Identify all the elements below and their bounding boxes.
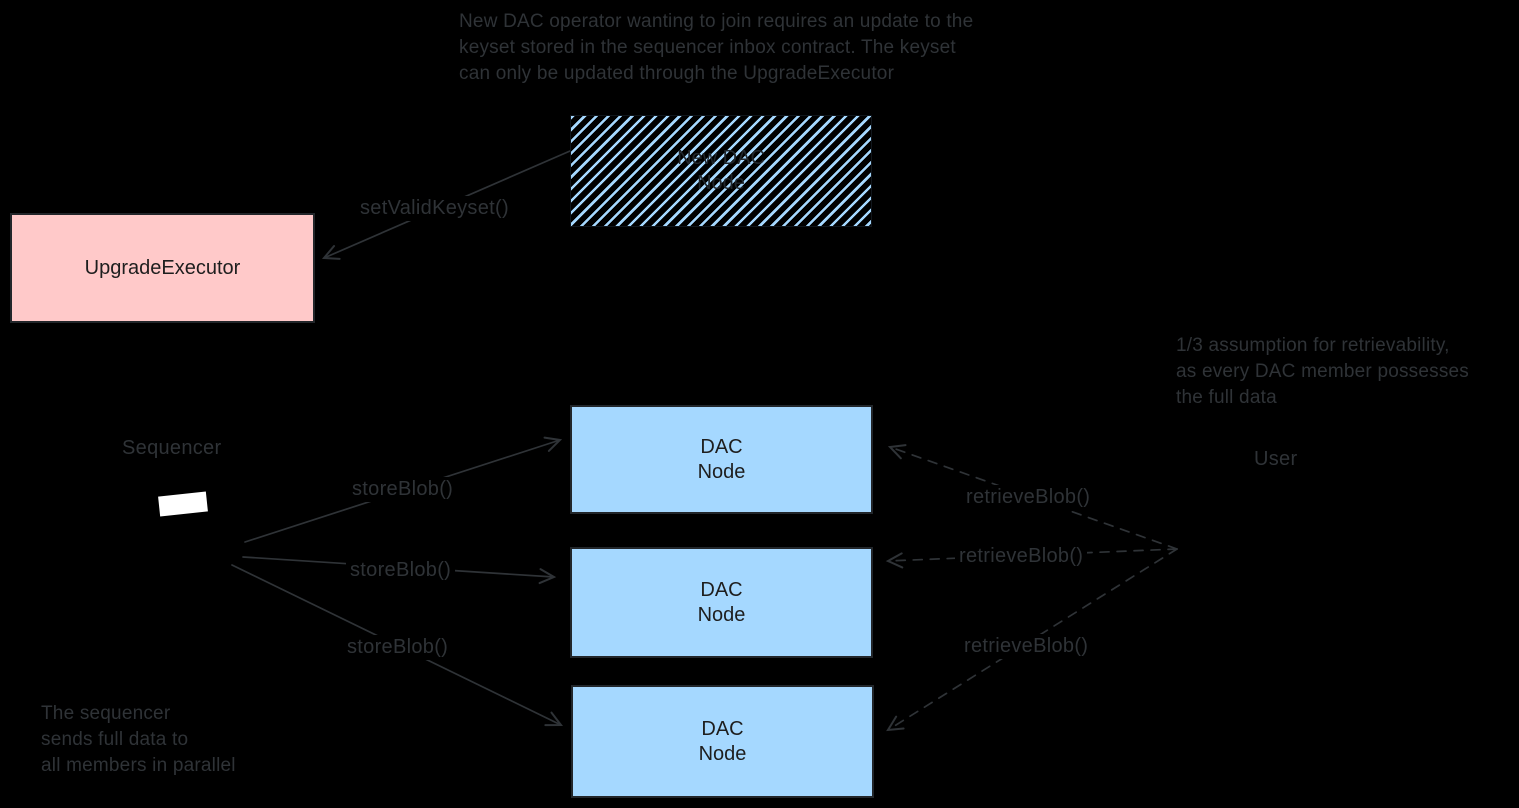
store-blob-label-3: storeBlob() (343, 635, 453, 660)
note-retrievability-assumption: 1/3 assumption for retrievability, as ev… (1176, 335, 1470, 408)
upgrade-executor-box: UpgradeExecutor (10, 213, 315, 323)
dac-node-label: DAC Node (697, 435, 746, 483)
dac-node-box-3: DAC Node (571, 685, 874, 798)
retrieve-blob-label-2: retrieveBlob() (955, 544, 1088, 569)
sequencer-label: Sequencer (122, 437, 222, 459)
note-sequencer-parallel: The sequencer sends full data to all mem… (41, 703, 236, 776)
new-dac-node-label: New DAC Node (677, 147, 765, 194)
retrieve-blob-label-1: retrieveBlob() (962, 485, 1095, 510)
dac-node-box-2: DAC Node (570, 547, 873, 658)
upgrade-executor-label: UpgradeExecutor (84, 256, 241, 279)
set-valid-keyset-label: setValidKeyset() (356, 196, 513, 221)
new-dac-node-box: New DAC Node (570, 115, 872, 227)
dac-node-box-1: DAC Node (570, 405, 873, 514)
retrieve-blob-label-3: retrieveBlob() (960, 634, 1093, 659)
store-blob-label-2: storeBlob() (346, 558, 456, 583)
user-label: User (1254, 448, 1298, 470)
store-blob-label-1: storeBlob() (348, 477, 458, 502)
note-new-dac-operator: New DAC operator wanting to join require… (459, 11, 974, 84)
dac-node-label: DAC Node (698, 717, 747, 765)
dac-node-label: DAC Node (697, 578, 746, 626)
